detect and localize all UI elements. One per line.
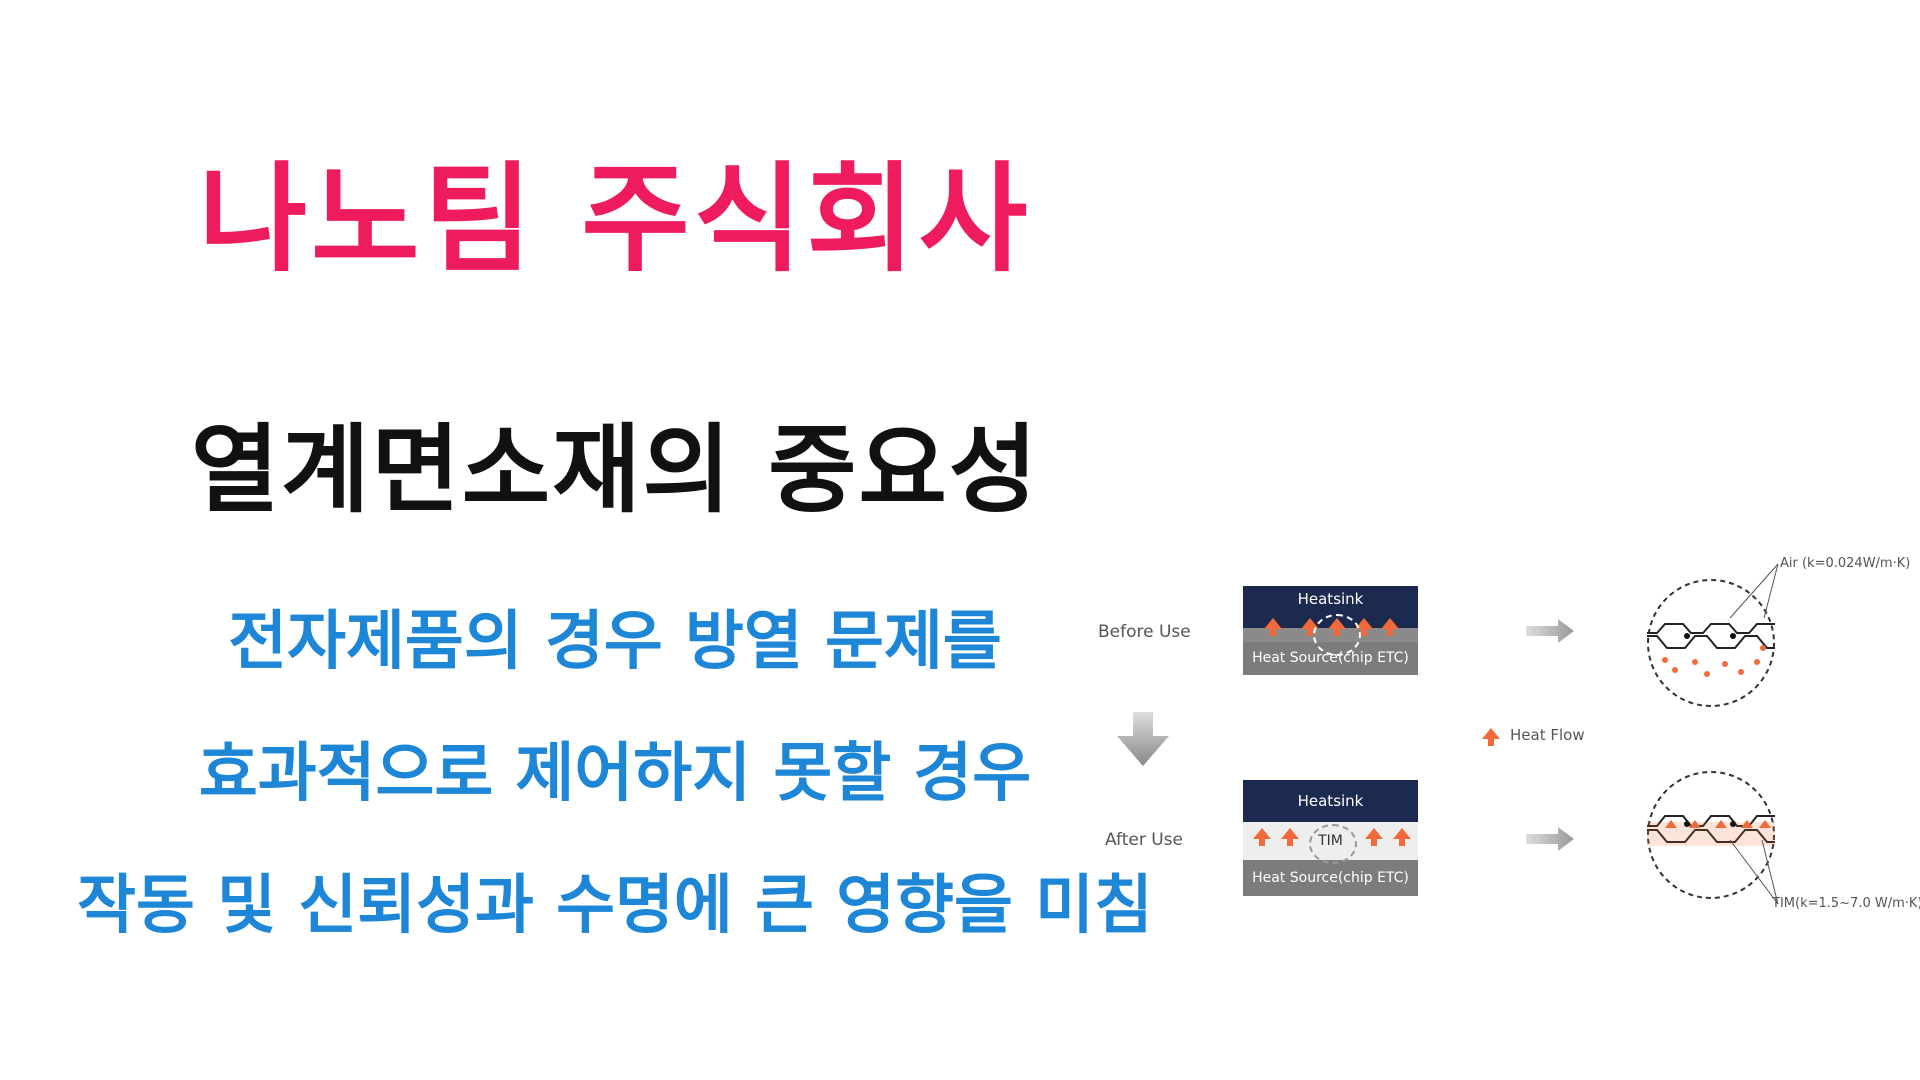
heat-flow-arrow-icon	[1355, 618, 1373, 636]
tim-note-leader	[1729, 839, 1779, 905]
heat-flow-arrow-icon	[1264, 618, 1282, 636]
before-use-label: Before Use	[1098, 622, 1191, 642]
body-line-3: 작동 및 신뢰성과 수명에 큰 영향을 미침	[77, 869, 1153, 943]
section-heading: 열계면소재의 중요성	[190, 414, 1040, 526]
after-heat-source-layer: Heat Source(chip ETC)	[1243, 860, 1418, 896]
body-line-2: 효과적으로 제어하지 못할 경우	[198, 737, 1032, 811]
before-zoom-view	[1647, 579, 1775, 707]
before-heatsink-label: Heatsink	[1297, 590, 1364, 608]
heat-flow-arrow-icon	[1253, 828, 1271, 846]
down-arrow-icon	[1117, 712, 1169, 766]
body-line-1: 전자제품의 경우 방열 문제를	[228, 605, 1002, 679]
heat-flow-arrow-icon	[1301, 618, 1319, 636]
after-zoom-view	[1647, 771, 1775, 899]
before-heat-source-layer: Heat Source(chip ETC)	[1243, 642, 1418, 675]
company-title: 나노팀 주식회사	[198, 150, 1032, 288]
air-note-leader	[1729, 563, 1779, 619]
zoom-circle-marker	[1313, 614, 1361, 656]
after-stack: Heatsink TIM Heat Source(chip ETC)	[1243, 780, 1418, 896]
after-heat-source-label: Heat Source(chip ETC)	[1252, 870, 1409, 886]
right-arrow-icon	[1526, 619, 1574, 643]
right-arrow-icon	[1526, 827, 1574, 851]
heat-flow-legend-label: Heat Flow	[1510, 726, 1585, 744]
heat-flow-arrow-icon	[1393, 828, 1411, 846]
heat-flow-arrow-icon	[1365, 828, 1383, 846]
air-conductivity-note: Air (k=0.024W/m·K)	[1780, 556, 1911, 571]
heat-flow-arrow-icon	[1381, 618, 1399, 636]
after-heatsink-label: Heatsink	[1297, 792, 1364, 810]
before-stack: Heatsink Heat Source(chip ETC)	[1243, 586, 1418, 675]
before-heat-source-label: Heat Source(chip ETC)	[1252, 650, 1409, 666]
heat-flow-arrow-icon	[1281, 828, 1299, 846]
after-use-label: After Use	[1105, 830, 1183, 850]
after-heatsink-layer: Heatsink	[1243, 780, 1418, 822]
heat-flow-legend-icon	[1482, 728, 1500, 746]
tim-conductivity-note: TIM(k=1.5~7.0 W/m·K)	[1772, 896, 1920, 911]
zoom-circle-marker	[1309, 824, 1357, 864]
